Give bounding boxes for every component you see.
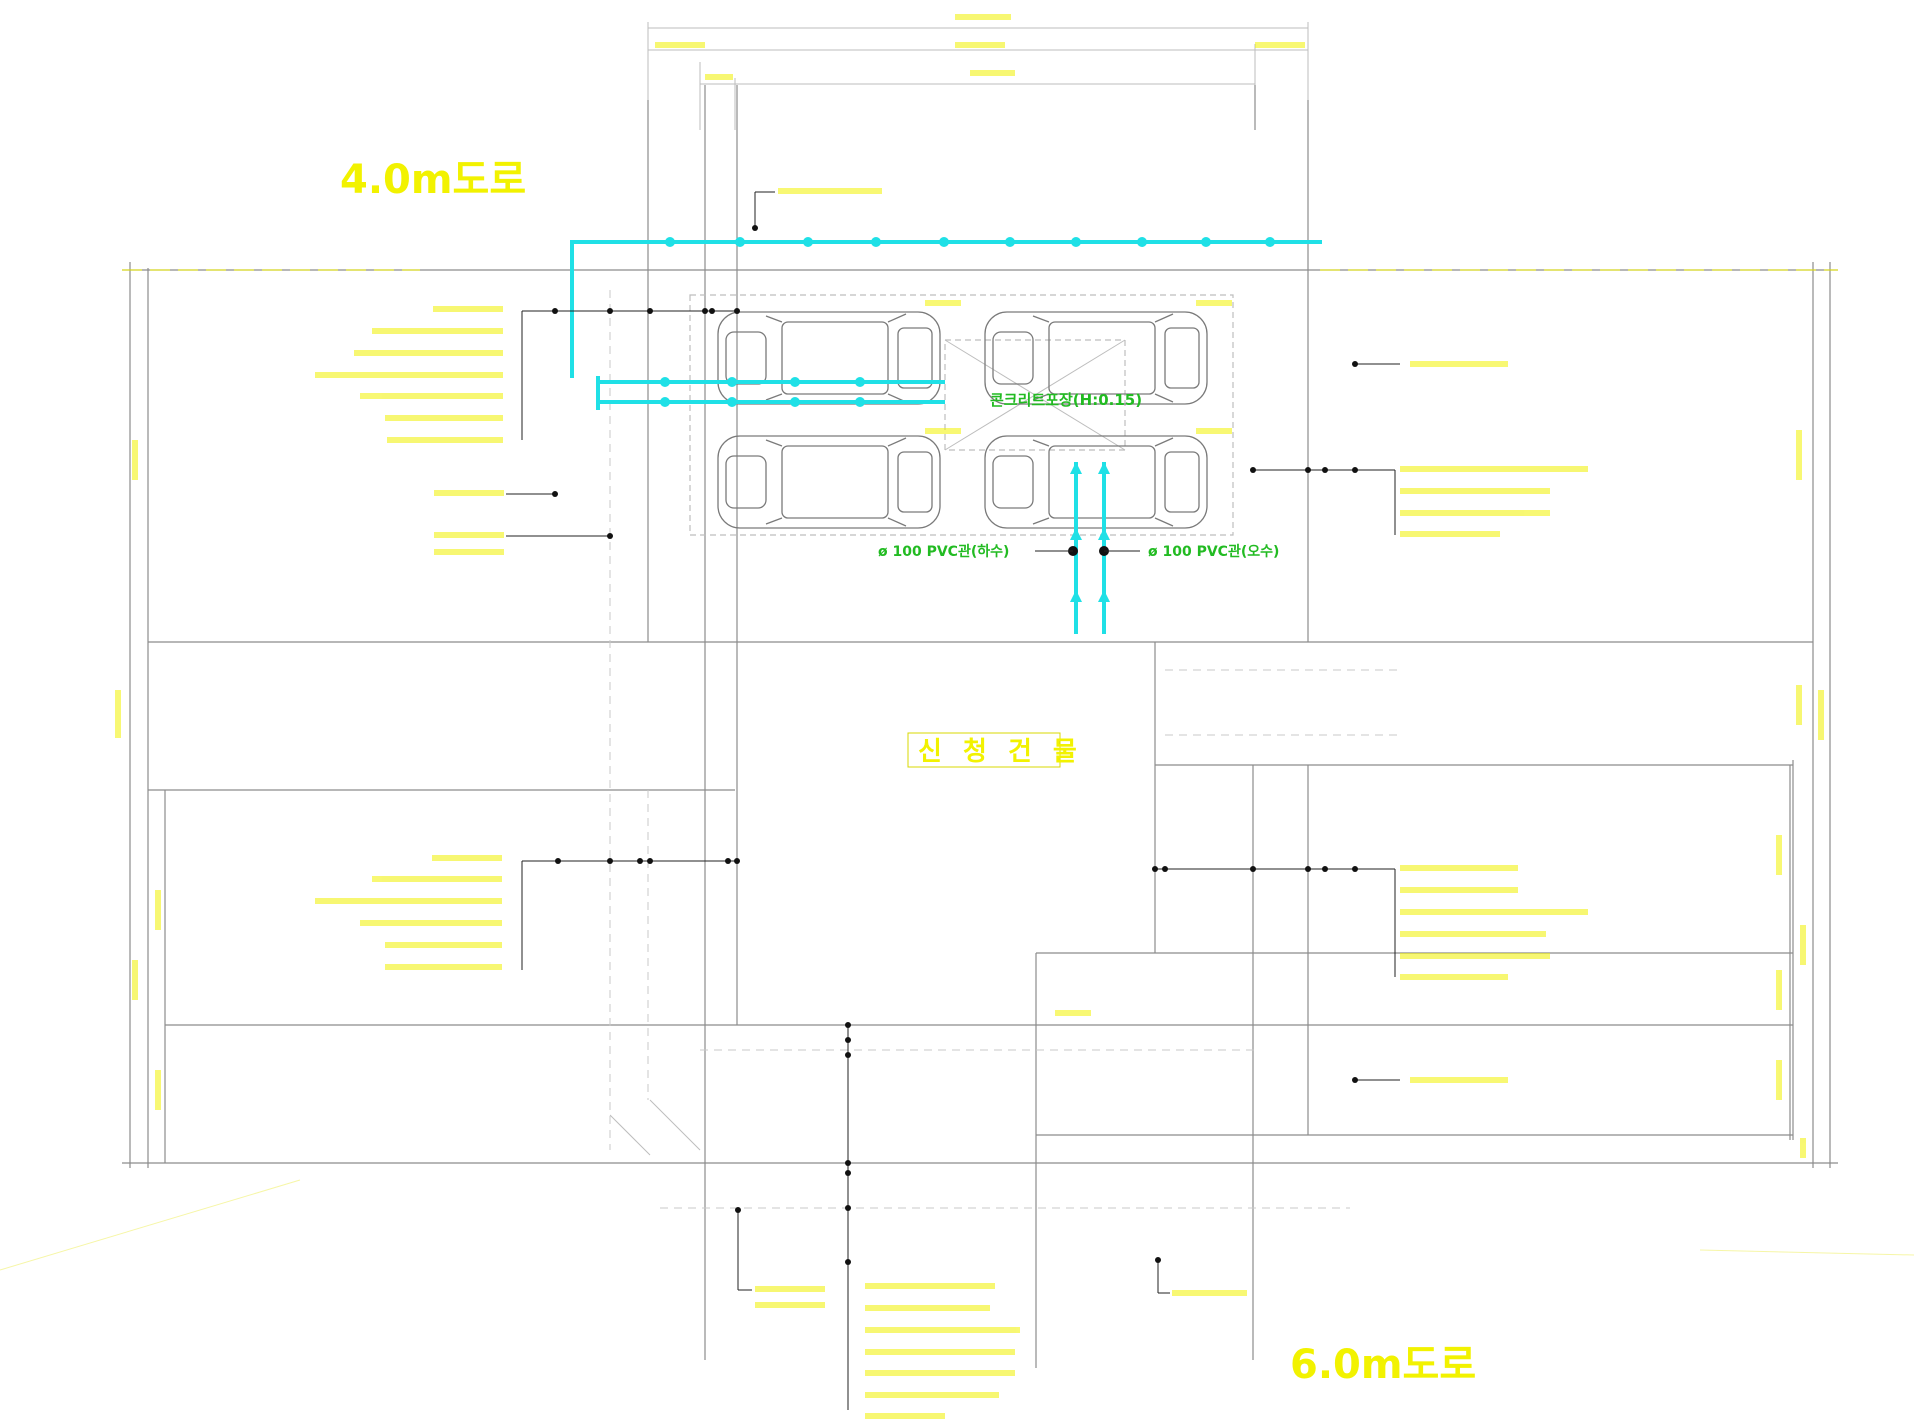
- leader-dot-icon: [607, 533, 613, 539]
- leader-dot-icon: [845, 1170, 851, 1176]
- leader-dot-icon: [552, 308, 558, 314]
- car-icon: [717, 435, 941, 529]
- pipe-sewage-label: ø 100 PVC관(하수): [878, 543, 1009, 560]
- leader-dot-icon: [735, 1207, 741, 1213]
- car-icon: [984, 311, 1208, 405]
- pipe-labels: ø 100 PVC관(하수) ø 100 PVC관(오수): [878, 543, 1279, 560]
- leader-dot-icon: [647, 858, 653, 864]
- leader-dot-icon: [709, 308, 715, 314]
- building-and-setback-lines: [609, 85, 1791, 1368]
- top-dimension-lines: [647, 22, 1309, 130]
- leader-dot-icon: [845, 1037, 851, 1043]
- leader-dot-icon: [702, 308, 708, 314]
- leader-nodes: [552, 225, 1358, 1265]
- paving-label: 콘크리트포장(H:0.15): [990, 391, 1142, 409]
- road-north-label: 4.0m도로: [340, 157, 526, 203]
- leader-dot-icon: [1352, 866, 1358, 872]
- car-icon: [717, 311, 941, 405]
- leader-dot-icon: [637, 858, 643, 864]
- leader-dot-icon: [1250, 866, 1256, 872]
- leader-dot-icon: [845, 1160, 851, 1166]
- leader-dot-icon: [1152, 866, 1158, 872]
- leader-dot-icon: [1305, 467, 1311, 473]
- leader-dot-icon: [725, 858, 731, 864]
- annotation-note-bars: [115, 14, 1824, 1419]
- leader-dot-icon: [752, 225, 758, 231]
- leader-lines: [506, 191, 1400, 1410]
- leader-dot-icon: [845, 1052, 851, 1058]
- road-south-label: 6.0m도로: [1290, 1342, 1476, 1388]
- leader-dot-icon: [552, 491, 558, 497]
- leader-dot-icon: [734, 858, 740, 864]
- drainage-pipes: [570, 237, 1322, 634]
- building-box: 신 청 건 물: [907, 732, 1083, 768]
- leader-dot-icon: [845, 1205, 851, 1211]
- leader-dot-icon: [1155, 1257, 1161, 1263]
- leader-dot-icon: [1162, 866, 1168, 872]
- pipe-wastewater-label: ø 100 PVC관(오수): [1148, 543, 1279, 560]
- pipe-flow-arrows: [660, 237, 1275, 602]
- road-edges: [0, 269, 1914, 1271]
- leader-dot-icon: [647, 308, 653, 314]
- leader-dot-icon: [607, 308, 613, 314]
- leader-dot-icon: [1322, 866, 1328, 872]
- leader-dot-icon: [845, 1259, 851, 1265]
- leader-dot-icon: [1352, 467, 1358, 473]
- building-label: 신 청 건 물: [918, 737, 1083, 767]
- leader-dot-icon: [555, 858, 561, 864]
- leader-dot-icon: [1352, 361, 1358, 367]
- leader-dot-icon: [1322, 467, 1328, 473]
- leader-dot-icon: [1305, 866, 1311, 872]
- leader-dot-icon: [734, 308, 740, 314]
- lot-boundary: [122, 262, 1838, 1168]
- car-icon: [984, 435, 1208, 529]
- leader-dot-icon: [845, 1022, 851, 1028]
- leader-dot-icon: [1352, 1077, 1358, 1083]
- parking-area: [689, 294, 1234, 536]
- leader-dot-icon: [1250, 467, 1256, 473]
- leader-dot-icon: [607, 858, 613, 864]
